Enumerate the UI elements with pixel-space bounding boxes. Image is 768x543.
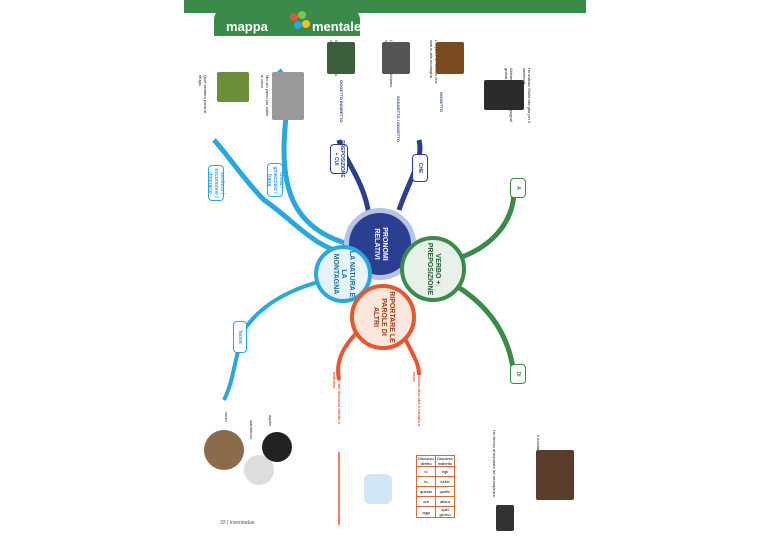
cave-image bbox=[536, 450, 574, 500]
table-header: Discorso indiretto bbox=[435, 455, 455, 467]
path-image bbox=[217, 72, 249, 102]
note-sentiero: Quel sentiero porta al rifugio. bbox=[198, 75, 208, 114]
box-prep-cui: PREPOSIZIONE + CUI bbox=[330, 140, 348, 178]
note-quale: L'uso del discorso diretto e indiretto. bbox=[332, 372, 342, 425]
node-verbo-preposizione: VERBO + PREPOSIZIONE bbox=[400, 236, 466, 302]
bird-image bbox=[262, 432, 292, 462]
title-part1: mappa bbox=[226, 19, 268, 34]
climber-small-image bbox=[496, 505, 514, 531]
note-lorenzo: Lorenzo dice che è tornato a casa. bbox=[412, 372, 422, 427]
label-oggetto: OGGETTO bbox=[439, 92, 444, 112]
eagle-image bbox=[436, 42, 464, 74]
people-image bbox=[484, 80, 524, 110]
logo-dot-icon bbox=[302, 20, 310, 28]
table-cell: oggi bbox=[416, 506, 436, 518]
note-clima: Mio zio pieno per salire in cima. bbox=[260, 75, 270, 117]
book-title: Inventadue bbox=[229, 520, 255, 526]
table-cell: quello bbox=[435, 486, 455, 497]
label-fauna-c: aquila bbox=[268, 415, 273, 426]
box-fauna: fauna bbox=[233, 321, 247, 353]
table-cell: tu bbox=[416, 476, 436, 487]
note-gita: Ho invitato Giulia alla gita per il week… bbox=[522, 68, 532, 123]
box-clima: clima / ghiacciaio / frana bbox=[266, 163, 284, 197]
table-cell: quel giorno bbox=[435, 506, 455, 518]
label-fauna-a: cervo bbox=[224, 412, 229, 422]
logo-dot-icon bbox=[294, 21, 302, 29]
deer-image bbox=[204, 430, 244, 470]
label-ogg-indiretto: OGGETTO INDIRETTO bbox=[339, 80, 344, 123]
box-sentiero: sentiero / escursione / itinerario bbox=[207, 165, 225, 201]
node-riportare: RIPORTARE LE PAROLE DI ALTRI bbox=[350, 284, 416, 350]
logo-dot-icon bbox=[290, 13, 298, 21]
climber-image bbox=[272, 72, 304, 120]
logo-dot-icon bbox=[298, 11, 306, 19]
label-soggetto: SOGGETTO / OGGETTO bbox=[396, 96, 401, 142]
box-che: CHE bbox=[412, 154, 428, 182]
table-cell: lui/lei bbox=[435, 476, 455, 487]
table-cell: ora bbox=[416, 496, 436, 507]
box-di: DI bbox=[510, 364, 526, 384]
page: mappa mentale PRONOMI RELATIVI LA NATURA… bbox=[184, 0, 586, 543]
label-fauna-b: stambecco bbox=[249, 420, 254, 440]
note-di: Il montanaro di... bbox=[536, 435, 541, 465]
note-decido: Ho deciso di imparare ad arrampicare. bbox=[492, 430, 497, 499]
page-number: 32 bbox=[220, 520, 226, 526]
speech-image bbox=[364, 474, 392, 504]
mountain-image bbox=[382, 42, 410, 74]
box-a: A bbox=[510, 178, 526, 198]
village-image bbox=[327, 42, 355, 74]
table-cell: questo bbox=[416, 486, 436, 497]
table-header: Discorso diretto bbox=[416, 455, 436, 467]
table-cell: io bbox=[416, 466, 436, 477]
table-cell: allora bbox=[435, 496, 455, 507]
table-cell: egli bbox=[435, 466, 455, 477]
title-part2: mentale bbox=[312, 19, 362, 34]
footer: 32 | Inventadue bbox=[220, 520, 255, 526]
title-tab: mappa mentale bbox=[214, 6, 362, 36]
